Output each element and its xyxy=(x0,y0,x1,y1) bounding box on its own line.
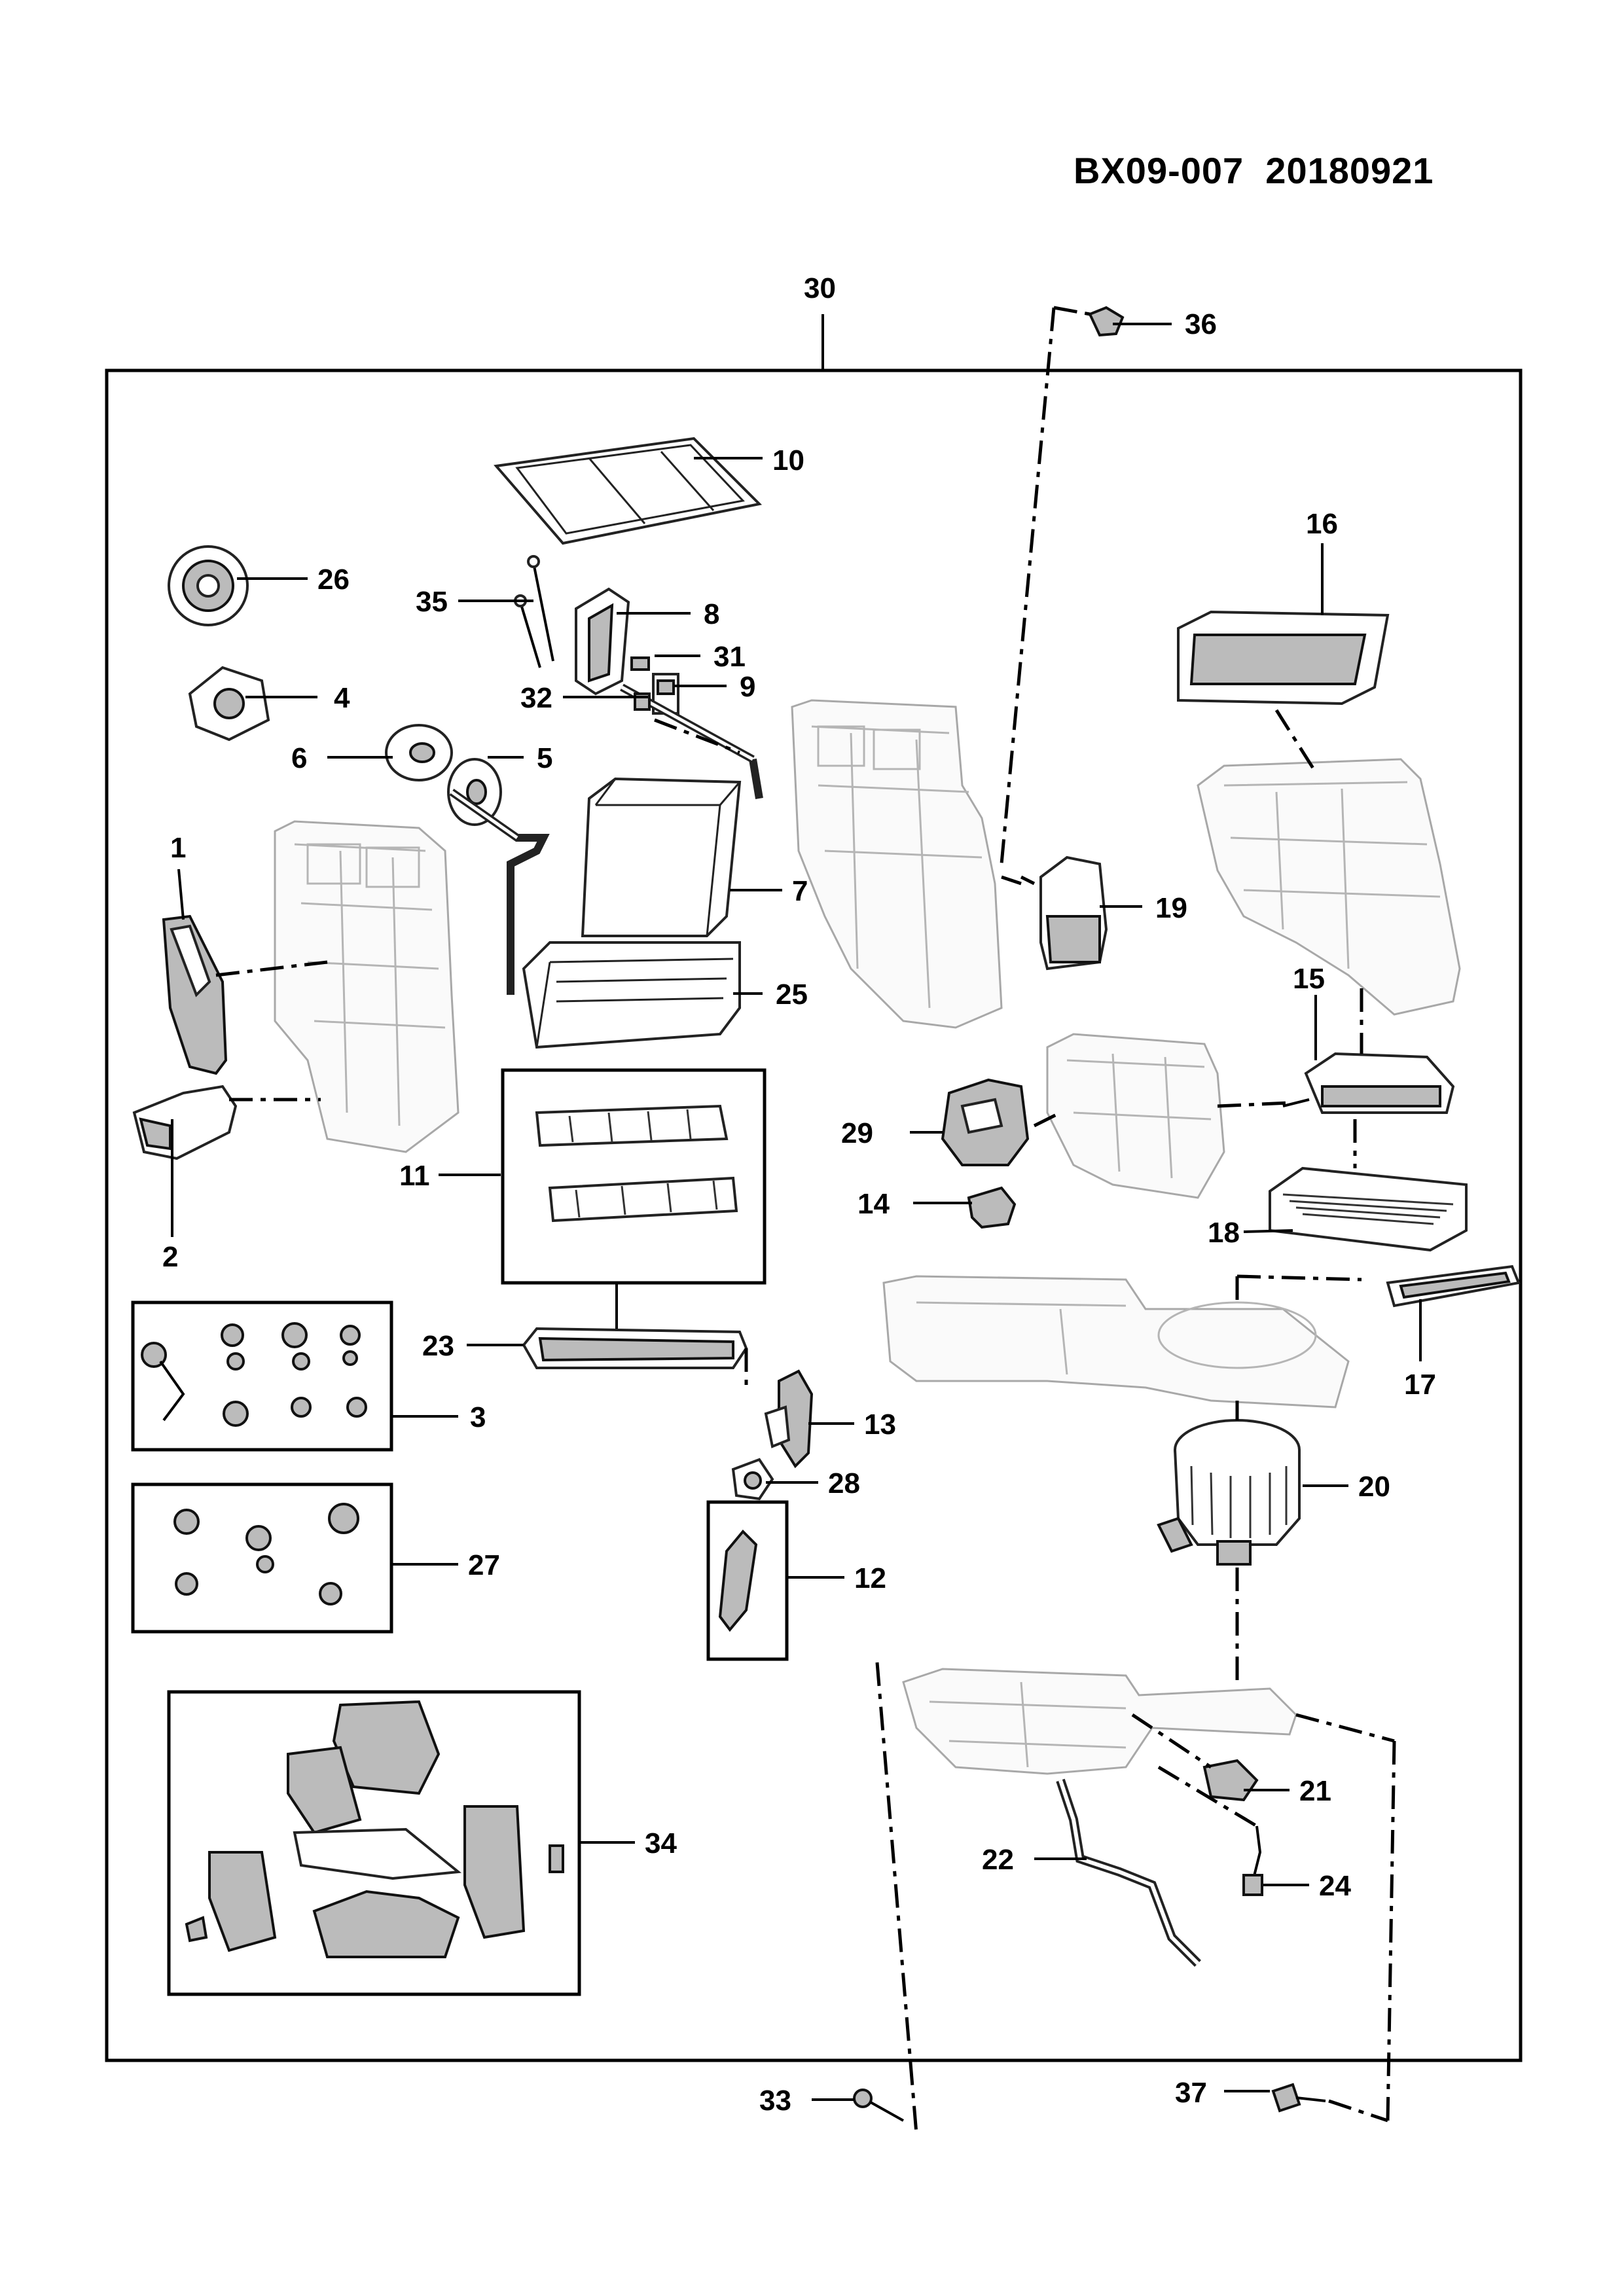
part-22-drain-hose xyxy=(1056,1778,1201,1967)
callout-33: 33 xyxy=(759,2085,791,2117)
assembly-frame xyxy=(105,368,1523,2062)
kit-11-box xyxy=(501,1068,767,1285)
part-8-seal xyxy=(575,587,630,696)
part-16-filter xyxy=(1177,610,1390,706)
part-5-grommet xyxy=(447,758,502,826)
callout-4: 4 xyxy=(334,682,350,714)
part-13-arm xyxy=(764,1369,814,1469)
callout-5: 5 xyxy=(537,742,552,774)
part-23-strip xyxy=(522,1327,748,1369)
callout-11: 11 xyxy=(399,1160,430,1192)
part-15-intake xyxy=(1282,1052,1455,1114)
housing-right-ghost xyxy=(1197,758,1461,1016)
blower-case-ghost xyxy=(1046,1033,1225,1199)
callout-13: 13 xyxy=(864,1408,896,1441)
part-36-bolt xyxy=(1088,306,1125,337)
callout-10: 10 xyxy=(772,444,804,476)
part-14-clip xyxy=(967,1186,1017,1229)
callout-29: 29 xyxy=(841,1117,873,1149)
callout-35: 35 xyxy=(416,586,448,618)
lower-case-ghost xyxy=(882,1275,1350,1408)
callout-26: 26 xyxy=(317,564,350,596)
callout-14: 14 xyxy=(857,1188,890,1220)
part-31-clip xyxy=(630,656,650,671)
callout-27: 27 xyxy=(468,1549,500,1581)
callout-3: 3 xyxy=(470,1401,486,1433)
part-7-core xyxy=(581,777,742,937)
callout-28: 28 xyxy=(828,1467,860,1499)
kit-11-parts xyxy=(535,1104,738,1223)
part-2-duct xyxy=(132,1085,238,1160)
kit-3-parts xyxy=(141,1322,367,1427)
assembly-lines xyxy=(215,306,1396,2134)
part-33-screw xyxy=(853,2089,904,2122)
part-18-cabin-filter xyxy=(1269,1166,1468,1252)
kit-27-box xyxy=(131,1482,393,1634)
leader-lines xyxy=(171,323,1422,2101)
housing-center-ghost xyxy=(791,699,1003,1029)
callout-16: 16 xyxy=(1306,508,1338,540)
part-19-bracket xyxy=(1039,855,1108,971)
diagram-date: 20180921 xyxy=(1265,150,1434,191)
part-17-door xyxy=(1386,1265,1521,1308)
kit-34-parts xyxy=(185,1700,564,1958)
callout-20: 20 xyxy=(1358,1471,1390,1503)
callout-36: 36 xyxy=(1185,308,1217,340)
part-26-cap xyxy=(168,545,249,626)
callout-18: 18 xyxy=(1208,1217,1240,1249)
part-24-lead xyxy=(1242,1825,1263,1896)
callout-21: 21 xyxy=(1299,1775,1331,1807)
callout-34: 34 xyxy=(645,1827,677,1859)
kit-12-box xyxy=(706,1500,789,1661)
part-29-motor xyxy=(941,1078,1030,1166)
bottom-case-ghost xyxy=(902,1668,1297,1775)
callout-2: 2 xyxy=(162,1241,178,1273)
callout-25: 25 xyxy=(776,978,808,1011)
callout-6: 6 xyxy=(291,742,307,774)
diagram-code-and-date: BX09-007 20180921 xyxy=(1074,149,1434,192)
callout-15: 15 xyxy=(1293,963,1325,995)
callout-32: 32 xyxy=(520,682,552,714)
callout-1: 1 xyxy=(170,832,186,864)
part-35-screws xyxy=(514,555,554,668)
part-37-bolt xyxy=(1271,2083,1326,2113)
callout-7: 7 xyxy=(792,875,808,907)
callout-24: 24 xyxy=(1319,1870,1351,1902)
callout-23: 23 xyxy=(422,1330,454,1362)
kit-27-parts xyxy=(173,1503,359,1605)
callout-17: 17 xyxy=(1404,1369,1436,1401)
callout-30: 30 xyxy=(804,272,836,304)
part-1-duct xyxy=(162,914,228,1075)
callout-19: 19 xyxy=(1155,892,1187,924)
part-21-sensor xyxy=(1202,1759,1259,1802)
callout-12: 12 xyxy=(854,1562,886,1594)
part-25-heater-core xyxy=(522,941,741,1049)
diagram-code: BX09-007 xyxy=(1074,150,1244,191)
housing-left-ghost xyxy=(274,820,460,1153)
part-10-frame xyxy=(494,437,763,545)
part-6-grommet xyxy=(385,724,453,781)
callout-22: 22 xyxy=(982,1844,1014,1876)
part-20-blower xyxy=(1157,1419,1301,1566)
part-28-clip xyxy=(731,1458,774,1501)
callout-8: 8 xyxy=(704,598,719,630)
callout-numbers: 30 36 10 16 26 35 8 31 9 32 4 6 5 1 7 19… xyxy=(162,272,1436,2117)
callout-31: 31 xyxy=(713,641,746,673)
part-4-actuator xyxy=(188,666,270,742)
callout-9: 9 xyxy=(740,671,755,703)
callout-37: 37 xyxy=(1175,2077,1207,2109)
kit-3-box xyxy=(131,1300,393,1452)
kit-12-parts xyxy=(718,1530,758,1632)
